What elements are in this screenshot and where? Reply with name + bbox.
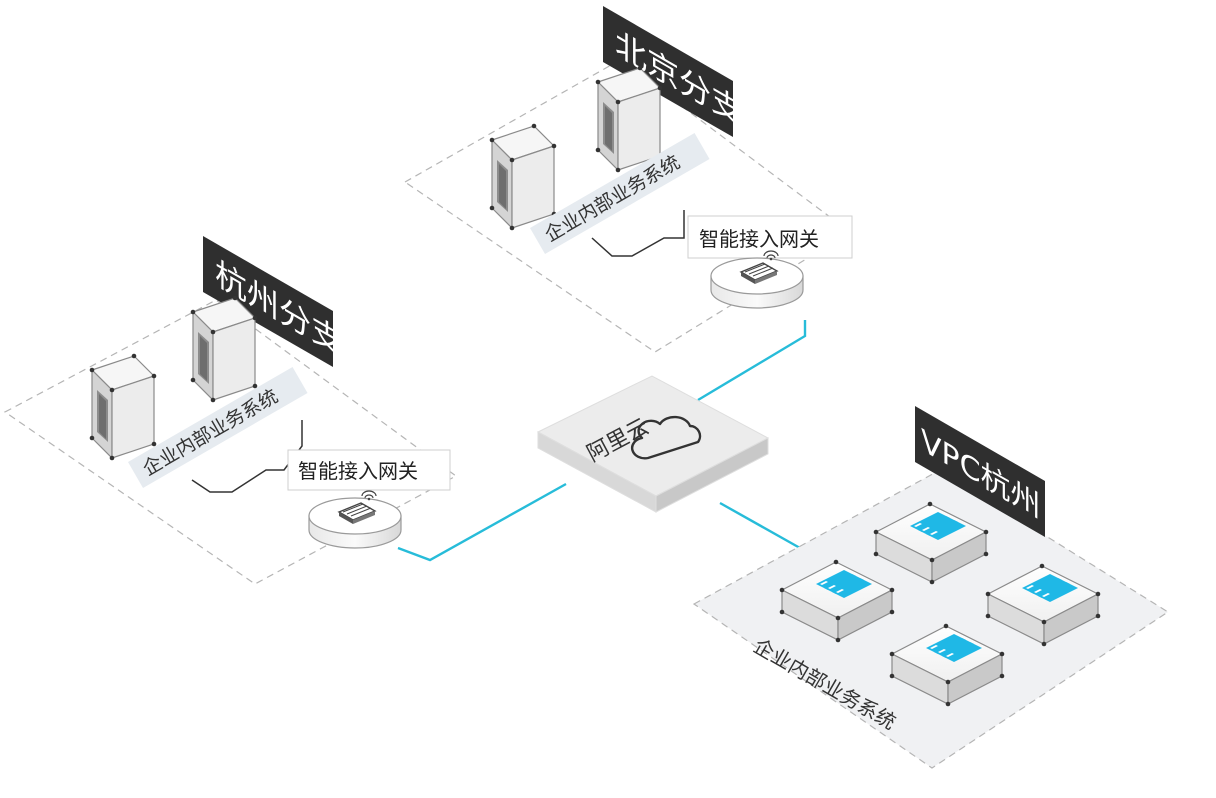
beijing-system-cabinet-back xyxy=(595,65,663,173)
hangzhou-system-bracket xyxy=(191,420,303,493)
beijing-branch: 北京分支 企业内部业务系统 智能接入网关 xyxy=(403,6,853,353)
beijing-system-cabinet-front xyxy=(489,123,557,231)
links xyxy=(397,320,807,562)
beijing-gateway-label: 智能接入网关 xyxy=(699,227,819,251)
beijing-system-label: 企业内部业务系统 xyxy=(541,151,684,246)
hangzhou-system-cabinet-front xyxy=(89,353,157,461)
link-hangzhou-cloud xyxy=(397,482,567,562)
hangzhou-branch: 杭州分支 企业内部业务系统 智能接入网关 xyxy=(3,236,458,585)
link-beijing-cloud xyxy=(697,320,807,402)
beijing-gateway-router xyxy=(710,250,804,309)
vpc-zone-area xyxy=(692,469,1170,769)
vpc-hangzhou: VPC杭州 企业内部业务系统 xyxy=(692,406,1170,769)
link-cloud-vpc xyxy=(719,501,801,550)
beijing-gateway-callout: 智能接入网关 xyxy=(687,215,853,259)
cloud-icon xyxy=(630,415,702,460)
hangzhou-system-cabinet-back xyxy=(190,295,258,403)
hangzhou-system-label: 企业内部业务系统 xyxy=(139,385,282,480)
beijing-system-bracket xyxy=(591,210,685,257)
cloud-node: 阿里云 xyxy=(536,375,770,513)
hangzhou-gateway-router xyxy=(308,490,402,549)
hangzhou-gateway-callout: 智能接入网关 xyxy=(287,449,451,491)
hangzhou-gateway-label: 智能接入网关 xyxy=(298,459,418,483)
hangzhou-zone-boundary xyxy=(3,299,458,585)
